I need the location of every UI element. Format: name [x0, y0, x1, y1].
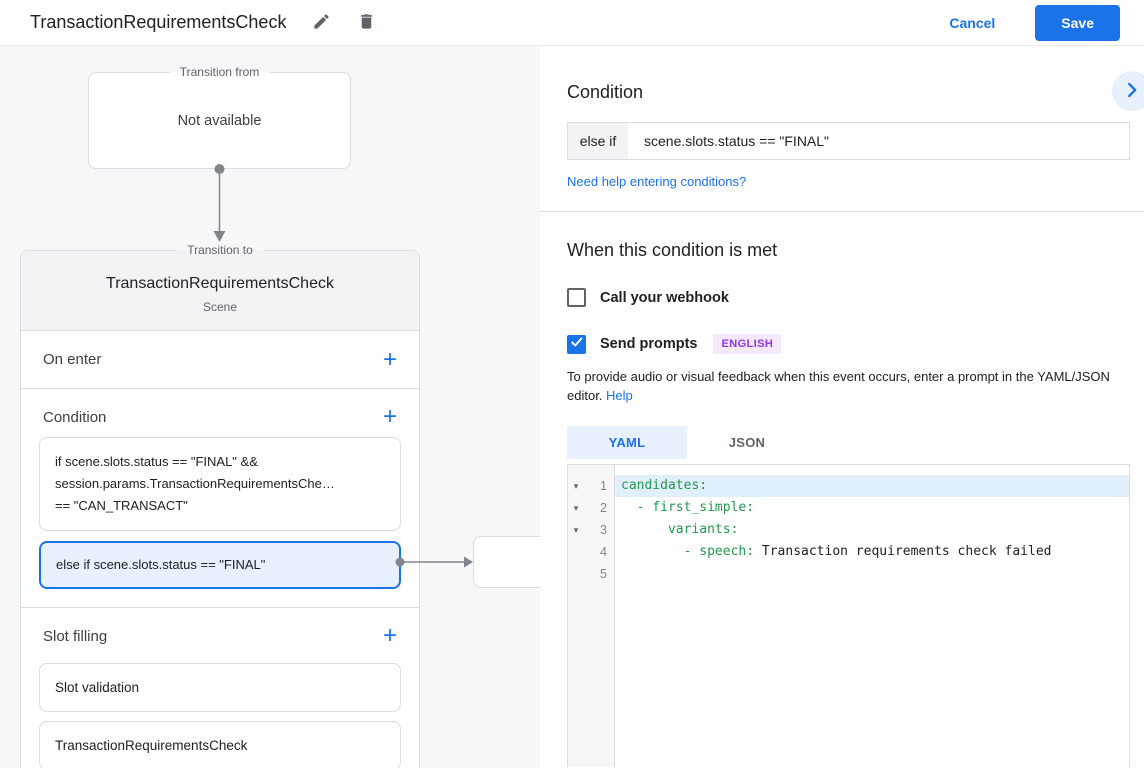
- scene-card: Transition to TransactionRequirementsChe…: [20, 243, 420, 768]
- transition-from-content: Not available: [177, 112, 262, 129]
- transition-from-box: Transition from Not available: [88, 65, 351, 169]
- line-number: 3: [600, 523, 607, 537]
- send-prompts-label: Send prompts: [600, 336, 698, 352]
- prompt-help-link[interactable]: Help: [606, 388, 633, 403]
- add-condition-button[interactable]: +: [382, 403, 397, 430]
- code-line-5[interactable]: [615, 563, 1129, 585]
- code-line-4[interactable]: - speech: Transaction requirements check…: [615, 541, 1129, 563]
- condition-heading: Condition: [567, 82, 644, 102]
- language-badge: ENGLISH: [713, 334, 782, 354]
- fold-arrow-icon[interactable]: ▾: [573, 502, 579, 513]
- slot-item-validation[interactable]: Slot validation: [39, 663, 401, 712]
- condition-transition-connector: [395, 556, 473, 568]
- editor-gutter: ▾ 1 ▾ 2 ▾ 3 4 5: [568, 465, 615, 767]
- scene-name: TransactionRequirementsCheck: [106, 275, 334, 292]
- transition-to-label: Transition to: [177, 243, 263, 258]
- code-line-1[interactable]: candidates:: [615, 475, 1129, 497]
- condition-if-line1: if scene.slots.status == "FINAL" &&: [55, 454, 258, 469]
- prompt-description-text: To provide audio or visual feedback when…: [567, 369, 1110, 403]
- condition-elseif-text: else if scene.slots.status == "FINAL": [56, 557, 266, 572]
- line-number: 4: [600, 545, 607, 559]
- condition-if-line3: == "CAN_TRANSACT": [55, 498, 188, 513]
- scene-type-label: Scene: [202, 300, 238, 314]
- on-enter-row[interactable]: On enter +: [21, 331, 419, 389]
- slot-validation-label: Slot validation: [55, 680, 140, 695]
- panel-divider: [540, 211, 1144, 212]
- tab-yaml[interactable]: YAML: [567, 426, 687, 459]
- transition-arrow-down: [213, 164, 226, 242]
- add-slot-button[interactable]: +: [382, 622, 397, 649]
- condition-section: Condition + if scene.slots.status == "FI…: [21, 389, 419, 608]
- slot-filling-label: Slot filling: [43, 627, 108, 645]
- when-condition-heading: When this condition is met: [567, 240, 778, 260]
- line-number: 2: [600, 501, 607, 515]
- line-number: 1: [600, 479, 607, 493]
- transition-target-box[interactable]: [473, 536, 540, 588]
- checkmark-icon: [570, 335, 584, 354]
- cancel-button[interactable]: Cancel: [949, 14, 996, 31]
- webhook-label: Call your webhook: [600, 289, 729, 306]
- line-number: 5: [600, 567, 607, 581]
- yaml-value: Transaction requirements check failed: [761, 544, 1052, 559]
- yaml-key: - first_simple:: [621, 500, 755, 515]
- code-line-3[interactable]: variants:: [615, 519, 1129, 541]
- collapse-panel-button[interactable]: [1112, 71, 1144, 111]
- pencil-icon: [312, 12, 331, 34]
- condition-expression-input[interactable]: scene.slots.status == "FINAL": [644, 133, 830, 149]
- top-bar: TransactionRequirementsCheck Cancel Save: [0, 0, 1144, 46]
- transition-from-label: Transition from: [169, 65, 270, 80]
- condition-prefix: else if: [568, 123, 628, 159]
- delete-button[interactable]: [357, 12, 376, 34]
- fold-arrow-icon[interactable]: ▾: [573, 524, 579, 535]
- yaml-editor[interactable]: ▾ 1 ▾ 2 ▾ 3 4 5 candidates: - first_simple:…: [567, 464, 1130, 767]
- yaml-key: candidates:: [621, 478, 708, 493]
- on-enter-label: On enter: [43, 351, 102, 368]
- condition-input-row: else if scene.slots.status == "FINAL": [567, 122, 1130, 160]
- fold-arrow-icon[interactable]: ▾: [573, 480, 579, 491]
- scene-diagram-panel: Transition from Not available Transition…: [0, 46, 540, 768]
- page-title: TransactionRequirementsCheck: [30, 12, 287, 32]
- prompt-description: To provide audio or visual feedback when…: [567, 367, 1130, 405]
- editor-code-area[interactable]: candidates: - first_simple: variants: - …: [615, 465, 1129, 767]
- condition-section-label: Condition: [43, 408, 107, 426]
- trash-icon: [357, 12, 376, 34]
- condition-detail-panel: Condition else if scene.slots.status == …: [540, 46, 1144, 768]
- slot-item-transaction-check[interactable]: TransactionRequirementsCheck: [39, 721, 401, 768]
- chevron-right-icon: [1121, 79, 1143, 104]
- edit-button[interactable]: [312, 12, 331, 34]
- scene-card-header[interactable]: TransactionRequirementsCheck Scene: [21, 251, 419, 331]
- send-prompts-checkbox[interactable]: [567, 334, 586, 354]
- condition-help-link[interactable]: Need help entering conditions?: [567, 174, 747, 189]
- tab-json[interactable]: JSON: [728, 435, 766, 450]
- webhook-checkbox[interactable]: [567, 288, 586, 307]
- save-button[interactable]: Save: [1035, 4, 1120, 41]
- send-prompts-row: Send prompts ENGLISH: [567, 334, 1130, 354]
- code-line-2[interactable]: - first_simple:: [615, 497, 1129, 519]
- yaml-key: variants:: [621, 522, 739, 537]
- slot-transaction-label: TransactionRequirementsCheck: [55, 738, 248, 753]
- condition-item-if[interactable]: if scene.slots.status == "FINAL" && sess…: [39, 437, 401, 531]
- condition-item-elseif-selected[interactable]: else if scene.slots.status == "FINAL": [39, 541, 401, 589]
- editor-tabs: YAML JSON: [567, 426, 1130, 459]
- add-on-enter-button[interactable]: +: [382, 345, 397, 373]
- webhook-row: Call your webhook: [567, 288, 1130, 307]
- yaml-key: - speech:: [621, 544, 762, 559]
- condition-if-line2: session.params.TransactionRequirementsCh…: [55, 476, 335, 491]
- slot-filling-section: Slot filling + Slot validation Transacti…: [21, 608, 419, 768]
